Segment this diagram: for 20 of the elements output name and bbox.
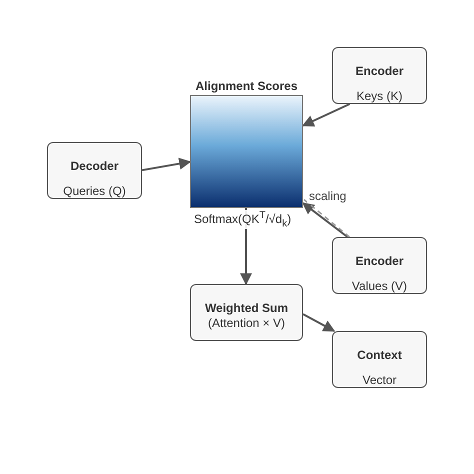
process-box (332, 237, 427, 294)
process-box (332, 47, 427, 104)
edge-label: scaling (307, 188, 348, 203)
box-title: Encoder (354, 64, 404, 78)
process-box (332, 331, 427, 388)
arrow (302, 103, 350, 126)
box-subtitle: Values (V) (350, 279, 408, 293)
box-title: Weighted Sum (204, 301, 290, 315)
box-subtitle: Queries (Q) (62, 184, 127, 198)
process-box (47, 142, 142, 199)
arrow (302, 313, 336, 332)
process-box (190, 284, 303, 341)
arrow (142, 158, 192, 172)
box-title: Decoder (69, 158, 120, 172)
box-subtitle: (Attention × V) (206, 316, 286, 330)
box-title: Encoder (354, 254, 404, 268)
box-title: Alignment Scores (194, 79, 299, 93)
box-subtitle: Keys (K) (355, 89, 404, 103)
box-subtitle: Vector (361, 373, 398, 387)
box-title: Context (356, 348, 403, 362)
